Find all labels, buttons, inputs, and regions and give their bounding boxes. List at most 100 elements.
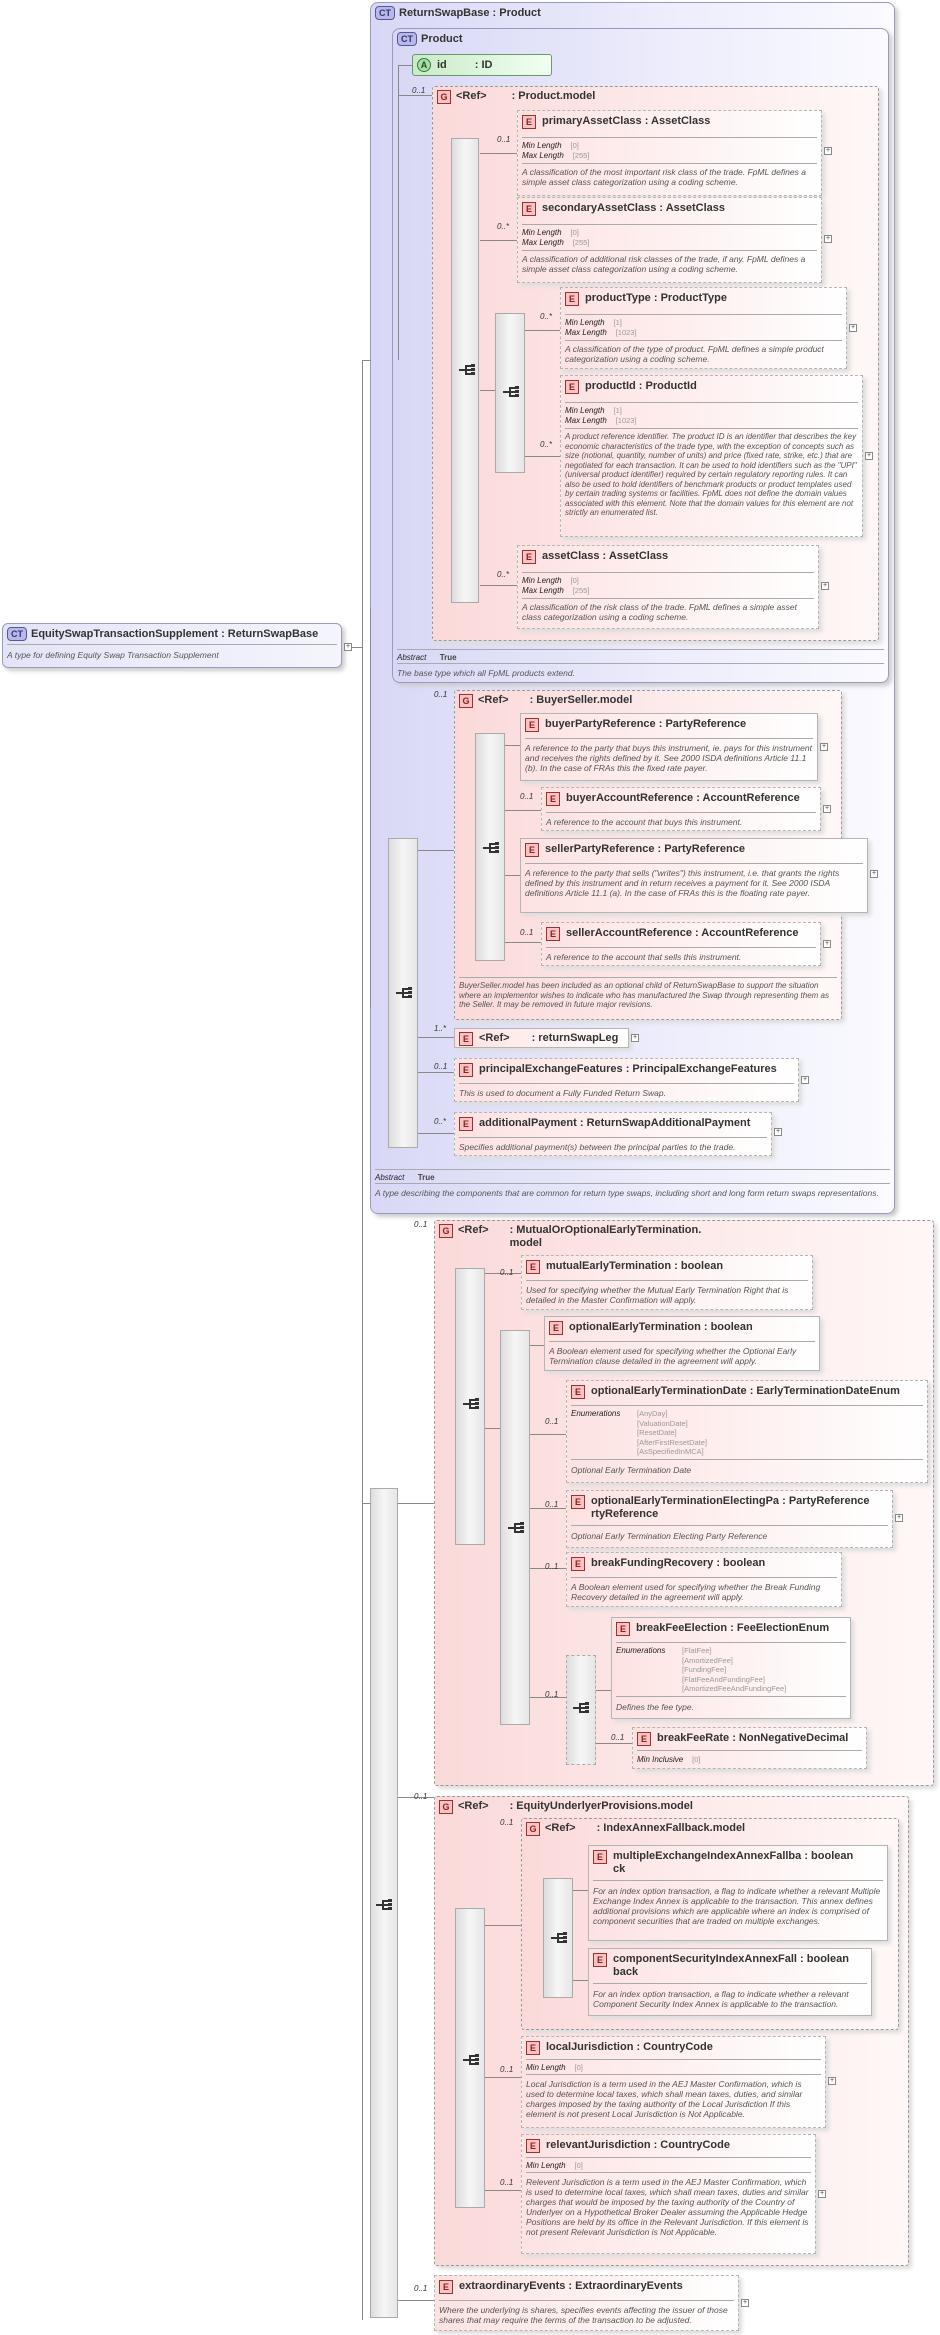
expand-root-icon[interactable]: + bbox=[344, 643, 352, 651]
sequence-icon bbox=[463, 1396, 481, 1412]
cardinality: 0..1 bbox=[414, 2284, 428, 2293]
cardinality: 0..1 bbox=[520, 928, 534, 937]
expand-icon[interactable]: + bbox=[824, 147, 832, 155]
complex-type-icon: CT bbox=[7, 627, 27, 641]
element-doc: Relevent Jurisdiction is a term used in … bbox=[526, 2177, 809, 2237]
expand-icon[interactable]: + bbox=[870, 870, 878, 878]
cardinality: 0..* bbox=[540, 312, 553, 321]
root-doc: A type for defining Equity Swap Transact… bbox=[7, 650, 219, 660]
base-doc: A type describing the components that ar… bbox=[375, 1188, 879, 1198]
root-title: EquitySwapTransactionSupplement : Return… bbox=[31, 628, 319, 640]
sequence-icon bbox=[551, 1930, 569, 1946]
element-icon: E bbox=[522, 115, 536, 129]
element-returnSwapLeg[interactable]: E<Ref>: returnSwapLeg bbox=[454, 1028, 629, 1048]
group-icon: G bbox=[459, 694, 473, 708]
complex-type-icon: CT bbox=[375, 6, 395, 20]
element-name: optionalEarlyTerminationDate : EarlyTerm… bbox=[591, 1385, 900, 1397]
expand-icon[interactable]: + bbox=[865, 452, 873, 460]
element-icon: E bbox=[522, 202, 536, 216]
attribute-icon: A bbox=[417, 58, 431, 72]
element-name: productType : ProductType bbox=[585, 292, 727, 304]
product-doc: The base type which all FpML products ex… bbox=[397, 668, 575, 678]
expand-icon[interactable]: + bbox=[849, 324, 857, 332]
element-icon: E bbox=[522, 550, 536, 564]
base-title: ReturnSwapBase : Product bbox=[399, 7, 541, 19]
expand-icon[interactable]: + bbox=[823, 805, 831, 813]
expand-icon[interactable]: + bbox=[774, 1128, 782, 1136]
expand-icon[interactable]: + bbox=[821, 582, 829, 590]
element-doc: Used for specifying whether the Mutual E… bbox=[526, 1285, 789, 1305]
expand-icon[interactable]: + bbox=[820, 743, 828, 751]
element-doc: A Boolean element used for specifying wh… bbox=[571, 1582, 821, 1602]
element-name: extraordinaryEvents : ExtraordinaryEvent… bbox=[459, 2280, 683, 2292]
element-name: sellerAccountReference : AccountReferenc… bbox=[566, 927, 799, 939]
cardinality: 0..1 bbox=[414, 1220, 428, 1229]
element-name: breakFundingRecovery : boolean bbox=[591, 1557, 766, 1569]
group-doc: BuyerSeller.model has been included as a… bbox=[459, 981, 829, 1009]
element-icon: E bbox=[526, 1260, 540, 1274]
cardinality: 0..1 bbox=[611, 1733, 625, 1742]
sequence-icon bbox=[483, 840, 501, 856]
expand-icon[interactable]: + bbox=[828, 2077, 836, 2085]
element-doc: For an index option transaction, a flag … bbox=[593, 1886, 881, 1926]
element-name: componentSecurityIndexAnnexFall : boolea… bbox=[613, 1953, 849, 1978]
element-doc: A reference to the party that buys this … bbox=[525, 743, 812, 773]
cardinality: 0..1 bbox=[545, 1500, 559, 1509]
root-complex-type[interactable]: CT EquitySwapTransactionSupplement : Retu… bbox=[2, 623, 342, 668]
expand-icon[interactable]: + bbox=[741, 2299, 749, 2307]
element-icon: E bbox=[459, 1117, 473, 1131]
cardinality: 0..1 bbox=[434, 1062, 448, 1071]
base-abstract: Abstract True bbox=[375, 1173, 435, 1182]
expand-icon[interactable]: + bbox=[823, 940, 831, 948]
product-abstract: Abstract True bbox=[397, 653, 457, 662]
element-icon: E bbox=[571, 1385, 585, 1399]
element-doc: This is used to document a Fully Funded … bbox=[459, 1088, 666, 1098]
element-icon: E bbox=[565, 380, 579, 394]
group-icon: G bbox=[526, 1822, 540, 1836]
element-name: additionalPayment : ReturnSwapAdditional… bbox=[479, 1117, 751, 1129]
sequence-bar bbox=[370, 1488, 398, 2318]
element-icon: E bbox=[525, 843, 539, 857]
expand-icon[interactable]: + bbox=[824, 235, 832, 243]
element-doc: A classification of the most important r… bbox=[522, 167, 806, 187]
expand-icon[interactable]: + bbox=[631, 1034, 639, 1042]
element-icon: E bbox=[571, 1557, 585, 1571]
cardinality: 0..1 bbox=[497, 135, 511, 144]
sequence-icon bbox=[396, 985, 414, 1001]
sequence-icon bbox=[508, 1520, 526, 1536]
element-doc: A reference to the party that sells ("wr… bbox=[525, 868, 840, 898]
cardinality: 0..1 bbox=[434, 690, 448, 699]
expand-icon[interactable]: + bbox=[895, 1514, 903, 1522]
expand-icon[interactable]: + bbox=[801, 1076, 809, 1084]
cardinality: 0..1 bbox=[520, 792, 534, 801]
element-icon: E bbox=[637, 1732, 651, 1746]
expand-icon[interactable]: + bbox=[818, 2190, 826, 2198]
element-icon: E bbox=[459, 1032, 473, 1046]
element-icon: E bbox=[593, 1850, 607, 1864]
element-doc: Specifies additional payment(s) between … bbox=[459, 1142, 736, 1152]
